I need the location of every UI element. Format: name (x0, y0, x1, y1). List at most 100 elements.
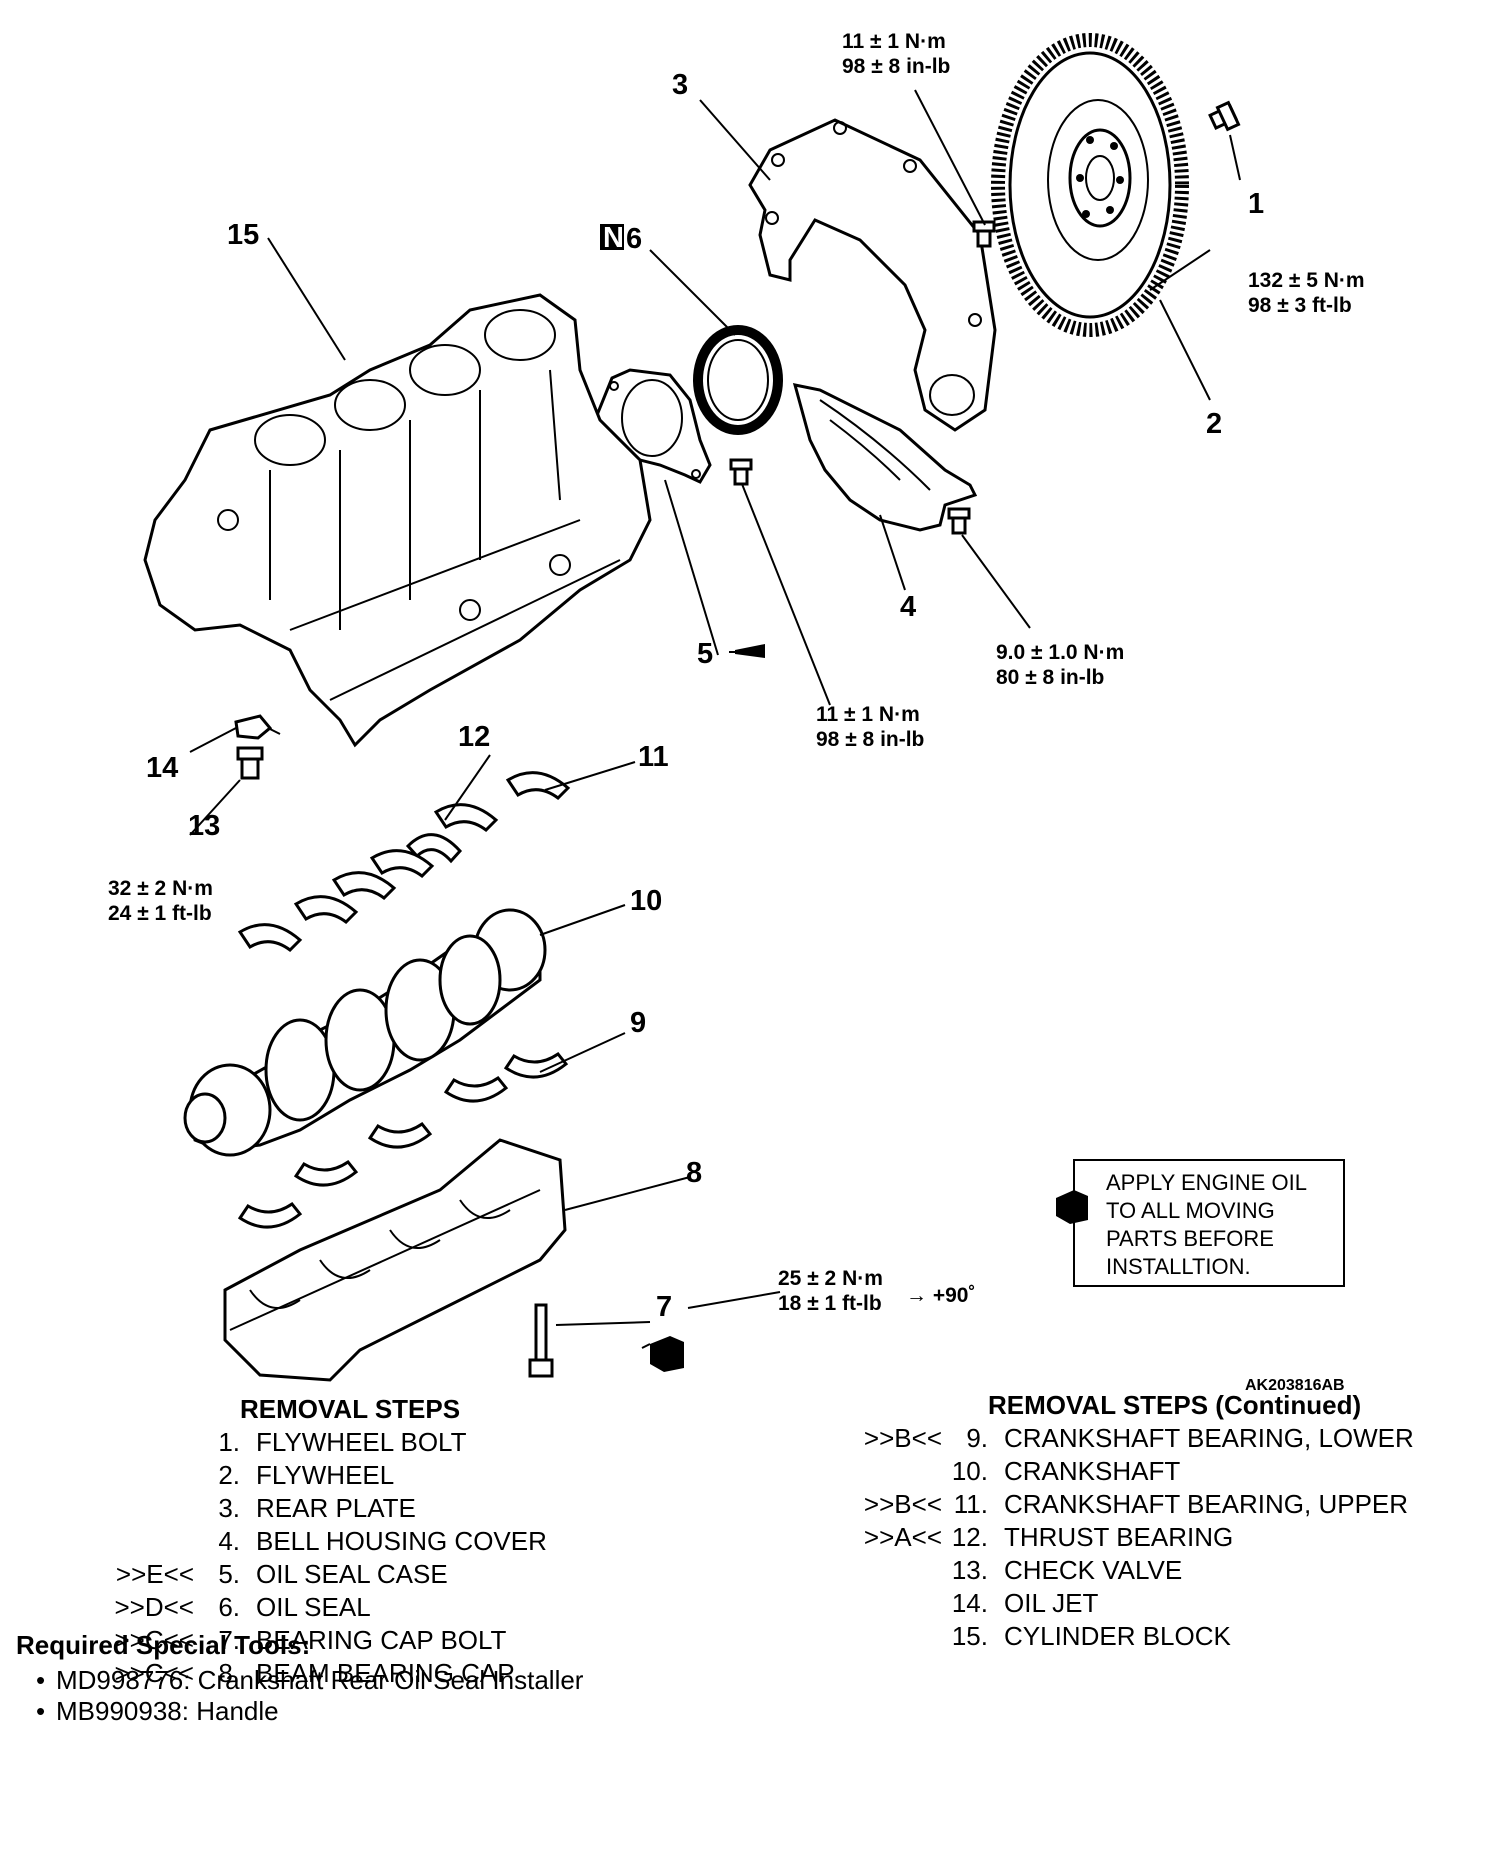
step-label: OIL JET (1004, 1588, 1099, 1618)
torque-bearing-cap-bolt-angle: → +90˚ (906, 1284, 975, 1307)
removal-step: >>B<<11.CRANKSHAFT BEARING, UPPER (850, 1488, 1414, 1521)
callout-2: 2 (1206, 408, 1222, 440)
step-number: 7. (218, 1625, 240, 1655)
torque-flywheel-metric: 132 ± 5 N·m (1248, 269, 1365, 292)
step-number: 5. (218, 1559, 240, 1589)
upper-crankshaft-bearings (237, 771, 571, 952)
callout-numbers: 1 2 3 4 5 N 6 7 8 9 10 11 12 13 14 15 (146, 69, 1264, 1323)
removal-step: >>D<<6.OIL SEAL (102, 1591, 547, 1624)
step-label: OIL SEAL CASE (256, 1559, 448, 1589)
step-number: 4. (218, 1526, 240, 1556)
torque-bearing-cap-bolt-imperial: 18 ± 1 ft-lb (778, 1292, 882, 1315)
special-tool-item: MD998776: Crankshaft Rear Oil Seal Insta… (38, 1665, 583, 1696)
torque-flywheel-imperial: 98 ± 3 ft-lb (1248, 294, 1352, 317)
torque-check-valve-imperial: 24 ± 1 ft-lb (108, 902, 212, 925)
callout-7: 7 (656, 1291, 672, 1323)
oil-can-icon (641, 1336, 684, 1372)
oil-application-note: APPLY ENGINE OIL TO ALL MOVING PARTS BEF… (1056, 1159, 1345, 1287)
bell-housing-bolt (947, 507, 971, 535)
step-label: BEARING CAP BOLT (256, 1625, 507, 1655)
removal-step: >>B<< 9. CRANKSHAFT BEARING, LOWER (850, 1422, 1414, 1455)
oil-jet (234, 714, 281, 740)
svg-text:N: N (603, 222, 624, 254)
oil-note-line-1: APPLY ENGINE OIL (1106, 1170, 1307, 1195)
callout-9: 9 (630, 1007, 646, 1039)
removal-step: 13. CHECK VALVE (850, 1554, 1414, 1587)
step-number: 2. (218, 1460, 240, 1490)
removal-step: 15.CYLINDER BLOCK (850, 1620, 1414, 1653)
step-code (850, 1587, 942, 1620)
check-valve (236, 746, 264, 780)
step-code (850, 1554, 942, 1587)
removal-step: 2. FLYWHEEL (102, 1459, 547, 1492)
step-label: FLYWHEEL BOLT (256, 1427, 467, 1457)
assembly-lubricant-icon (729, 644, 765, 658)
beam-bearing-cap (223, 1138, 567, 1382)
flywheel-bolt (1208, 100, 1241, 132)
step-label: OIL SEAL (256, 1592, 371, 1622)
torque-specs: 11 ± 1 N·m 98 ± 8 in-lb 132 ± 5 N·m 98 ±… (108, 30, 1365, 1315)
step-code: >>E<< (115, 1559, 194, 1589)
oil-note-icon (1056, 1190, 1088, 1224)
flywheel (991, 33, 1189, 337)
callout-14: 14 (146, 752, 178, 784)
leader-lines (189, 89, 1241, 1326)
step-code (102, 1525, 194, 1558)
removal-steps-heading: REMOVAL STEPS (240, 1394, 461, 1424)
oil-note-line-4: INSTALLTION. (1106, 1254, 1251, 1279)
step-label: CRANKSHAFT BEARING, LOWER (1004, 1423, 1414, 1453)
removal-step: >>A<<12.THRUST BEARING (850, 1521, 1414, 1554)
oil-note-line-3: PARTS BEFORE (1106, 1226, 1274, 1251)
special-tools-title: Required Special Tools: (16, 1630, 311, 1660)
removal-step: >>E<< 5. OIL SEAL CASE (102, 1558, 547, 1591)
step-number: 3. (218, 1493, 240, 1523)
new-part-marker-icon: N (600, 222, 624, 254)
callout-8: 8 (686, 1157, 702, 1189)
step-label: FLYWHEEL (256, 1460, 395, 1490)
torque-check-valve-metric: 32 ± 2 N·m (108, 877, 213, 900)
special-tools-list: MD998776: Crankshaft Rear Oil Seal Insta… (16, 1665, 583, 1727)
step-label: REAR PLATE (256, 1493, 416, 1523)
step-code: >>D<< (114, 1592, 194, 1622)
torque-bell-housing-imperial: 80 ± 8 in-lb (996, 666, 1104, 689)
removal-step: 1. FLYWHEEL BOLT (102, 1426, 547, 1459)
removal-step: 4.BELL HOUSING COVER (102, 1525, 547, 1558)
step-number: 12. (951, 1522, 988, 1552)
bearing-cap-bolt (528, 1303, 554, 1378)
step-code: >>B<< (863, 1489, 942, 1519)
step-code: >>B<< (863, 1423, 942, 1453)
removal-step: >>C<< 7. BEARING CAP BOLT (102, 1624, 547, 1657)
torque-rear-plate-imperial: 98 ± 8 in-lb (842, 55, 950, 78)
removal-step: 14.OIL JET (850, 1587, 1414, 1620)
step-number: 1. (218, 1427, 240, 1457)
figure-id: AK203816AB (1245, 1377, 1345, 1394)
torque-bearing-cap-bolt-metric: 25 ± 2 N·m (778, 1267, 883, 1290)
step-number: 9. (966, 1423, 988, 1453)
cylinder-block (143, 293, 652, 748)
step-label: CHECK VALVE (1004, 1555, 1183, 1585)
step-code (102, 1492, 194, 1525)
step-code (850, 1455, 942, 1488)
bell-housing-cover (792, 383, 978, 532)
callout-12: 12 (458, 721, 490, 753)
crankshaft (183, 908, 547, 1157)
step-code: >>A<< (863, 1522, 942, 1552)
removal-steps-continued: REMOVAL STEPS (Continued) >>B<<9.CRANKSH… (850, 1389, 1414, 1653)
torque-oil-seal-case-imperial: 98 ± 8 in-lb (816, 728, 924, 751)
step-number: 13. (951, 1555, 988, 1585)
step-code: >>C<< (114, 1625, 194, 1655)
step-label: CRANKSHAFT (1004, 1456, 1181, 1486)
step-number: 10. (951, 1456, 988, 1486)
removal-steps: REMOVAL STEPS 1. FLYWHEEL BOLT 2. FLYWHEEL… (102, 1393, 547, 1690)
oil-seal-case-bolt (729, 458, 753, 486)
step-code (102, 1426, 194, 1459)
callout-5: 5 (697, 638, 713, 670)
torque-rear-plate-metric: 11 ± 1 N·m (842, 30, 946, 53)
step-number: 11. (953, 1489, 988, 1519)
step-label: CYLINDER BLOCK (1004, 1621, 1231, 1651)
step-code (850, 1620, 942, 1653)
callout-10: 10 (630, 885, 662, 917)
callout-6: 6 (626, 223, 642, 255)
callout-11: 11 (638, 741, 669, 773)
lower-crankshaft-bearings (237, 1051, 569, 1229)
